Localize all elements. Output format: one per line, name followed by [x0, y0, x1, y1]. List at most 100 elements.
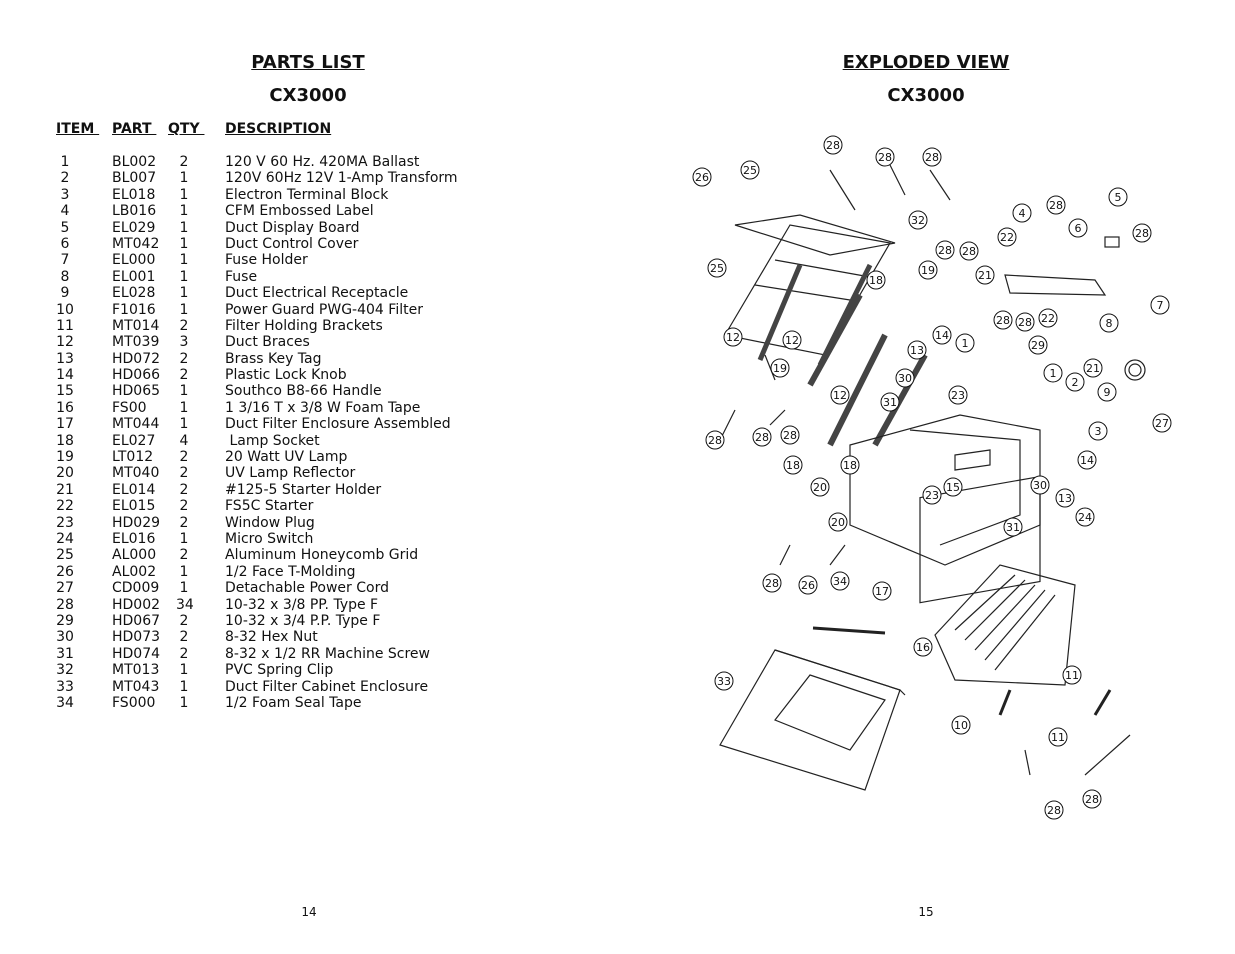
callout-bubble — [1108, 187, 1128, 207]
cell-description: Electron Terminal Block — [225, 186, 389, 203]
cell-qty: 2 — [179, 317, 189, 334]
cell-description: 20 Watt UV Lamp — [225, 449, 348, 466]
callout-label: 28 — [1047, 804, 1061, 817]
callout-bubble — [1152, 413, 1172, 433]
cell-item: 4 — [60, 203, 70, 220]
cell-item: 26 — [56, 563, 74, 580]
cell-part: FS000 — [112, 694, 156, 711]
cell-part: EL014 — [112, 481, 156, 498]
callout-bubble — [762, 573, 782, 593]
cell-part: LT012 — [112, 449, 154, 466]
cell-qty: 1 — [179, 203, 189, 220]
callout-label: 28 — [962, 245, 976, 258]
callout-bubble — [714, 671, 734, 691]
cell-qty: 1 — [179, 268, 189, 285]
cell-part: EL027 — [112, 432, 156, 449]
cell-item: 31 — [56, 645, 74, 662]
cell-item: 6 — [60, 235, 70, 252]
cell-qty: 2 — [179, 449, 189, 466]
cell-description: #125-5 Starter Holder — [225, 481, 382, 498]
callout-bubble — [1099, 313, 1119, 333]
cell-qty: 1 — [179, 301, 189, 318]
callout-bubble — [943, 477, 963, 497]
cell-part: CD009 — [112, 580, 160, 597]
cell-part: MT039 — [112, 334, 160, 351]
cell-part: EL029 — [112, 219, 156, 236]
column-header-part: PART — [112, 121, 157, 137]
cell-part: HD065 — [112, 383, 161, 400]
callout-bubble — [740, 160, 760, 180]
callout-bubble — [913, 637, 933, 657]
cell-qty: 2 — [179, 547, 189, 564]
callout-bubble — [1132, 223, 1152, 243]
column-header-qty: QTY — [168, 121, 205, 137]
callout-bubble — [723, 327, 743, 347]
callout-bubble — [1038, 308, 1058, 328]
callout-label: 8 — [1106, 317, 1113, 330]
callout-label: 28 — [925, 151, 939, 164]
callout-bubble — [922, 147, 942, 167]
cell-description: Duct Filter Cabinet Enclosure — [225, 678, 429, 695]
callout-label: 22 — [1041, 312, 1055, 325]
display-board — [1104, 236, 1120, 248]
cell-part: MT014 — [112, 317, 160, 334]
page-number-right: 15 — [918, 905, 934, 919]
cell-part: MT044 — [112, 416, 160, 433]
callout-bubble — [823, 135, 843, 155]
cell-description: Window Plug — [225, 514, 315, 531]
cell-description: CFM Embossed Label — [225, 203, 374, 220]
callout-bubble — [782, 330, 802, 350]
callout-label: 28 — [1018, 316, 1032, 329]
parts-list-model: CX3000 — [269, 85, 347, 106]
uv-lamp-4 — [827, 333, 888, 447]
cell-item: 8 — [60, 268, 70, 285]
callout-label: 30 — [898, 372, 912, 385]
callout-label: 17 — [875, 585, 889, 598]
callout-label: 12 — [833, 389, 847, 402]
cell-qty: 2 — [179, 612, 189, 629]
cell-part: AL002 — [112, 563, 157, 580]
bracket-1 — [998, 689, 1012, 716]
cell-item: 33 — [56, 678, 74, 695]
callout-label: 23 — [925, 489, 939, 502]
callout-bubble — [948, 385, 968, 405]
cell-description: Duct Display Board — [225, 219, 360, 236]
callout-bubble — [1048, 727, 1068, 747]
callout-label: 18 — [786, 459, 800, 472]
cell-description: 8-32 Hex Nut — [225, 629, 318, 646]
callout-label: 15 — [946, 481, 960, 494]
cell-part: HD073 — [112, 629, 161, 646]
cell-description: 10-32 x 3/4 P.P. Type F — [225, 612, 381, 629]
callout-bubble — [908, 210, 928, 230]
cell-item: 24 — [56, 530, 74, 547]
callout-bubble — [1046, 195, 1066, 215]
cell-qty: 2 — [179, 498, 189, 515]
callout-bubble — [828, 512, 848, 532]
callout-bubble — [1043, 363, 1063, 383]
control-housing — [1004, 274, 1107, 296]
cell-item: 13 — [56, 350, 74, 367]
callout-bubble — [975, 265, 995, 285]
exploded-view-heading: EXPLODED VIEW — [842, 52, 1010, 73]
cell-description: UV Lamp Reflector — [225, 465, 356, 482]
cell-qty: 1 — [179, 235, 189, 252]
callout-bubble — [1030, 475, 1050, 495]
cell-qty: 1 — [179, 170, 189, 187]
cell-part: HD002 — [112, 596, 161, 613]
cell-description: Brass Key Tag — [225, 350, 322, 367]
callout-bubble — [752, 427, 772, 447]
cell-description: 1 3/16 T x 3/8 W Foam Tape — [225, 399, 421, 416]
cell-description: Duct Electrical Receptacle — [225, 285, 409, 302]
